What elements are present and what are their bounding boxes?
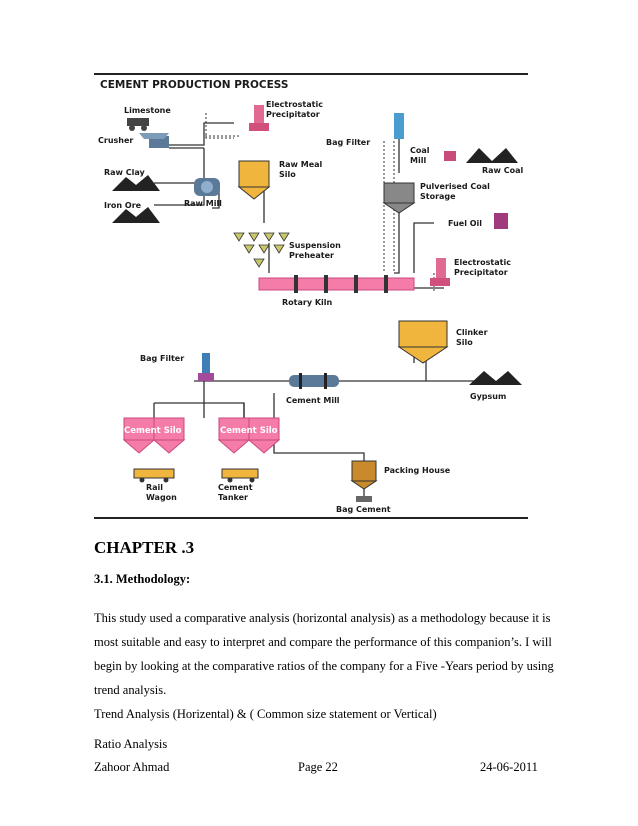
cement-silo-a-label: Cement Silo	[124, 426, 182, 436]
raw-mill-icon	[194, 178, 220, 196]
label-suspension-1: Suspension	[289, 241, 341, 250]
fuel-oil-tank-icon	[494, 213, 508, 229]
label-pulverised-1: Pulverised Coal	[420, 182, 490, 191]
cement-silo-group-b: Cement Silo	[217, 417, 281, 454]
figure-title: CEMENT PRODUCTION PROCESS	[100, 79, 288, 91]
bag-filter-left-icon	[198, 353, 214, 381]
rotary-kiln-icon	[258, 275, 415, 293]
bag-filter-top-icon	[394, 113, 404, 139]
label-rotary-kiln: Rotary Kiln	[282, 298, 333, 307]
iron-ore-pile-icon	[112, 207, 160, 223]
footer-author: Zahoor Ahmad	[94, 760, 170, 774]
paragraph-line: This study used a comparative analysis (…	[94, 611, 551, 625]
footer-date: 24-06-2011	[480, 760, 538, 774]
rail-wagon-icon	[133, 468, 175, 483]
suspension-preheater-icon	[233, 232, 290, 268]
label-rail-2: Wagon	[146, 493, 177, 502]
label-bag-cement: Bag Cement	[336, 505, 391, 514]
label-coal-mill-2: Mill	[410, 156, 426, 165]
label-rail-1: Rail	[146, 483, 163, 492]
raw-coal-pile-icon	[466, 148, 518, 163]
ratio-analysis-line: Ratio Analysis	[94, 737, 168, 751]
label-raw-meal-2: Silo	[279, 170, 296, 179]
label-coal-mill-1: Coal	[410, 146, 430, 155]
label-limestone: Limestone	[124, 106, 171, 115]
label-raw-coal: Raw Coal	[482, 166, 524, 175]
paragraph-line: most suitable and easy to interpret and …	[94, 635, 552, 649]
raw-clay-pile-icon	[112, 175, 160, 191]
label-iron-ore: Iron Ore	[104, 201, 142, 210]
cement-production-figure: CEMENT PRODUCTION PROCESS	[94, 73, 528, 519]
label-clinker-1: Clinker	[456, 328, 488, 337]
electrostatic-precipitator-right-icon	[430, 258, 450, 286]
cement-tanker-icon	[221, 468, 259, 483]
limestone-icon	[127, 118, 149, 131]
crusher-icon	[139, 133, 169, 148]
paragraph-line: trend analysis.	[94, 683, 167, 697]
label-esp-right-1: Electrostatic	[454, 258, 511, 267]
label-pulverised-2: Storage	[420, 192, 456, 201]
label-raw-mill: Raw Mill	[184, 199, 222, 208]
section-heading: 3.1. Methodology:	[94, 572, 191, 586]
label-clinker-2: Silo	[456, 338, 473, 347]
footer-page-number: Page 22	[298, 760, 338, 774]
label-raw-meal-1: Raw Meal	[279, 160, 323, 169]
cement-silo-group-a: Cement Silo	[122, 417, 186, 454]
label-tanker-2: Tanker	[218, 493, 248, 502]
label-cement-mill: Cement Mill	[286, 396, 340, 405]
label-raw-clay: Raw Clay	[104, 168, 146, 177]
chapter-heading: CHAPTER .3	[94, 538, 195, 557]
electrostatic-precipitator-icon	[249, 105, 269, 131]
label-packing-house: Packing House	[384, 466, 451, 475]
trend-analysis-line: Trend Analysis (Horizental) & ( Common s…	[94, 707, 437, 721]
clinker-silo-icon	[397, 320, 449, 364]
page-footer: Zahoor Ahmad Page 22 24-06-2011	[94, 760, 544, 778]
pulverised-coal-storage-icon	[382, 182, 416, 214]
label-crusher: Crusher	[98, 136, 133, 145]
cement-mill-icon	[289, 373, 339, 389]
label-fuel-oil: Fuel Oil	[448, 219, 482, 228]
label-esp-top-2: Precipitator	[266, 110, 320, 119]
gypsum-pile-icon	[469, 371, 522, 385]
packing-house-icon	[350, 460, 378, 490]
label-esp-top-1: Electrostatic	[266, 100, 323, 109]
label-suspension-2: Preheater	[289, 251, 334, 260]
bag-cement-icon	[356, 496, 372, 502]
coal-mill-icon	[444, 151, 456, 161]
label-gypsum: Gypsum	[470, 392, 506, 401]
label-esp-right-2: Precipitator	[454, 268, 508, 277]
label-bag-filter-top: Bag Filter	[326, 138, 370, 147]
label-bag-filter-left: Bag Filter	[140, 354, 184, 363]
cement-silo-b-label: Cement Silo	[220, 426, 278, 436]
label-tanker-1: Cement	[218, 483, 253, 492]
raw-meal-silo-icon	[237, 160, 271, 200]
paragraph-line: begin by looking at the comparative rati…	[94, 659, 554, 673]
methodology-paragraph: This study used a comparative analysis (…	[94, 606, 554, 702]
